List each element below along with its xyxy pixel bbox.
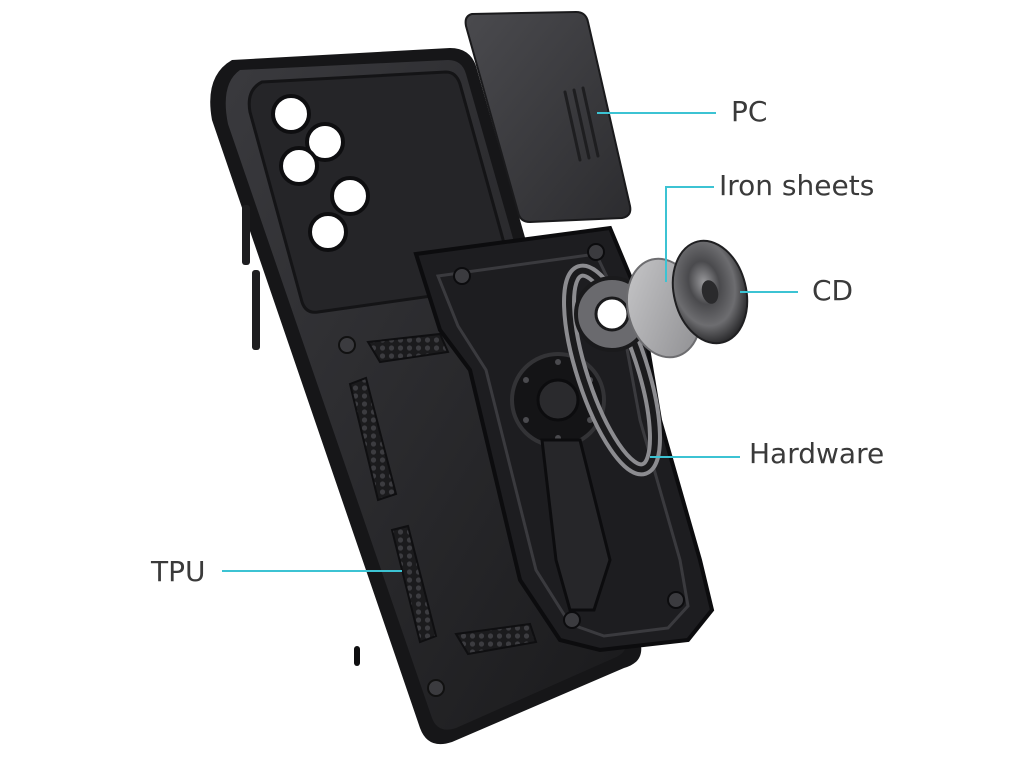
tpu-grip-panels bbox=[348, 332, 538, 656]
leader-lines bbox=[222, 112, 798, 572]
leader-line-iron-sheets bbox=[665, 186, 714, 282]
pc-camera-slide bbox=[464, 10, 632, 224]
label-tpu: TPU bbox=[151, 555, 206, 588]
cd-disc bbox=[671, 239, 749, 345]
label-pc: PC bbox=[731, 95, 768, 128]
camera-holes bbox=[271, 94, 370, 252]
label-hardware: Hardware bbox=[749, 437, 885, 470]
label-iron-sheets: Iron sheets bbox=[719, 169, 875, 202]
label-cd: CD bbox=[812, 274, 854, 307]
